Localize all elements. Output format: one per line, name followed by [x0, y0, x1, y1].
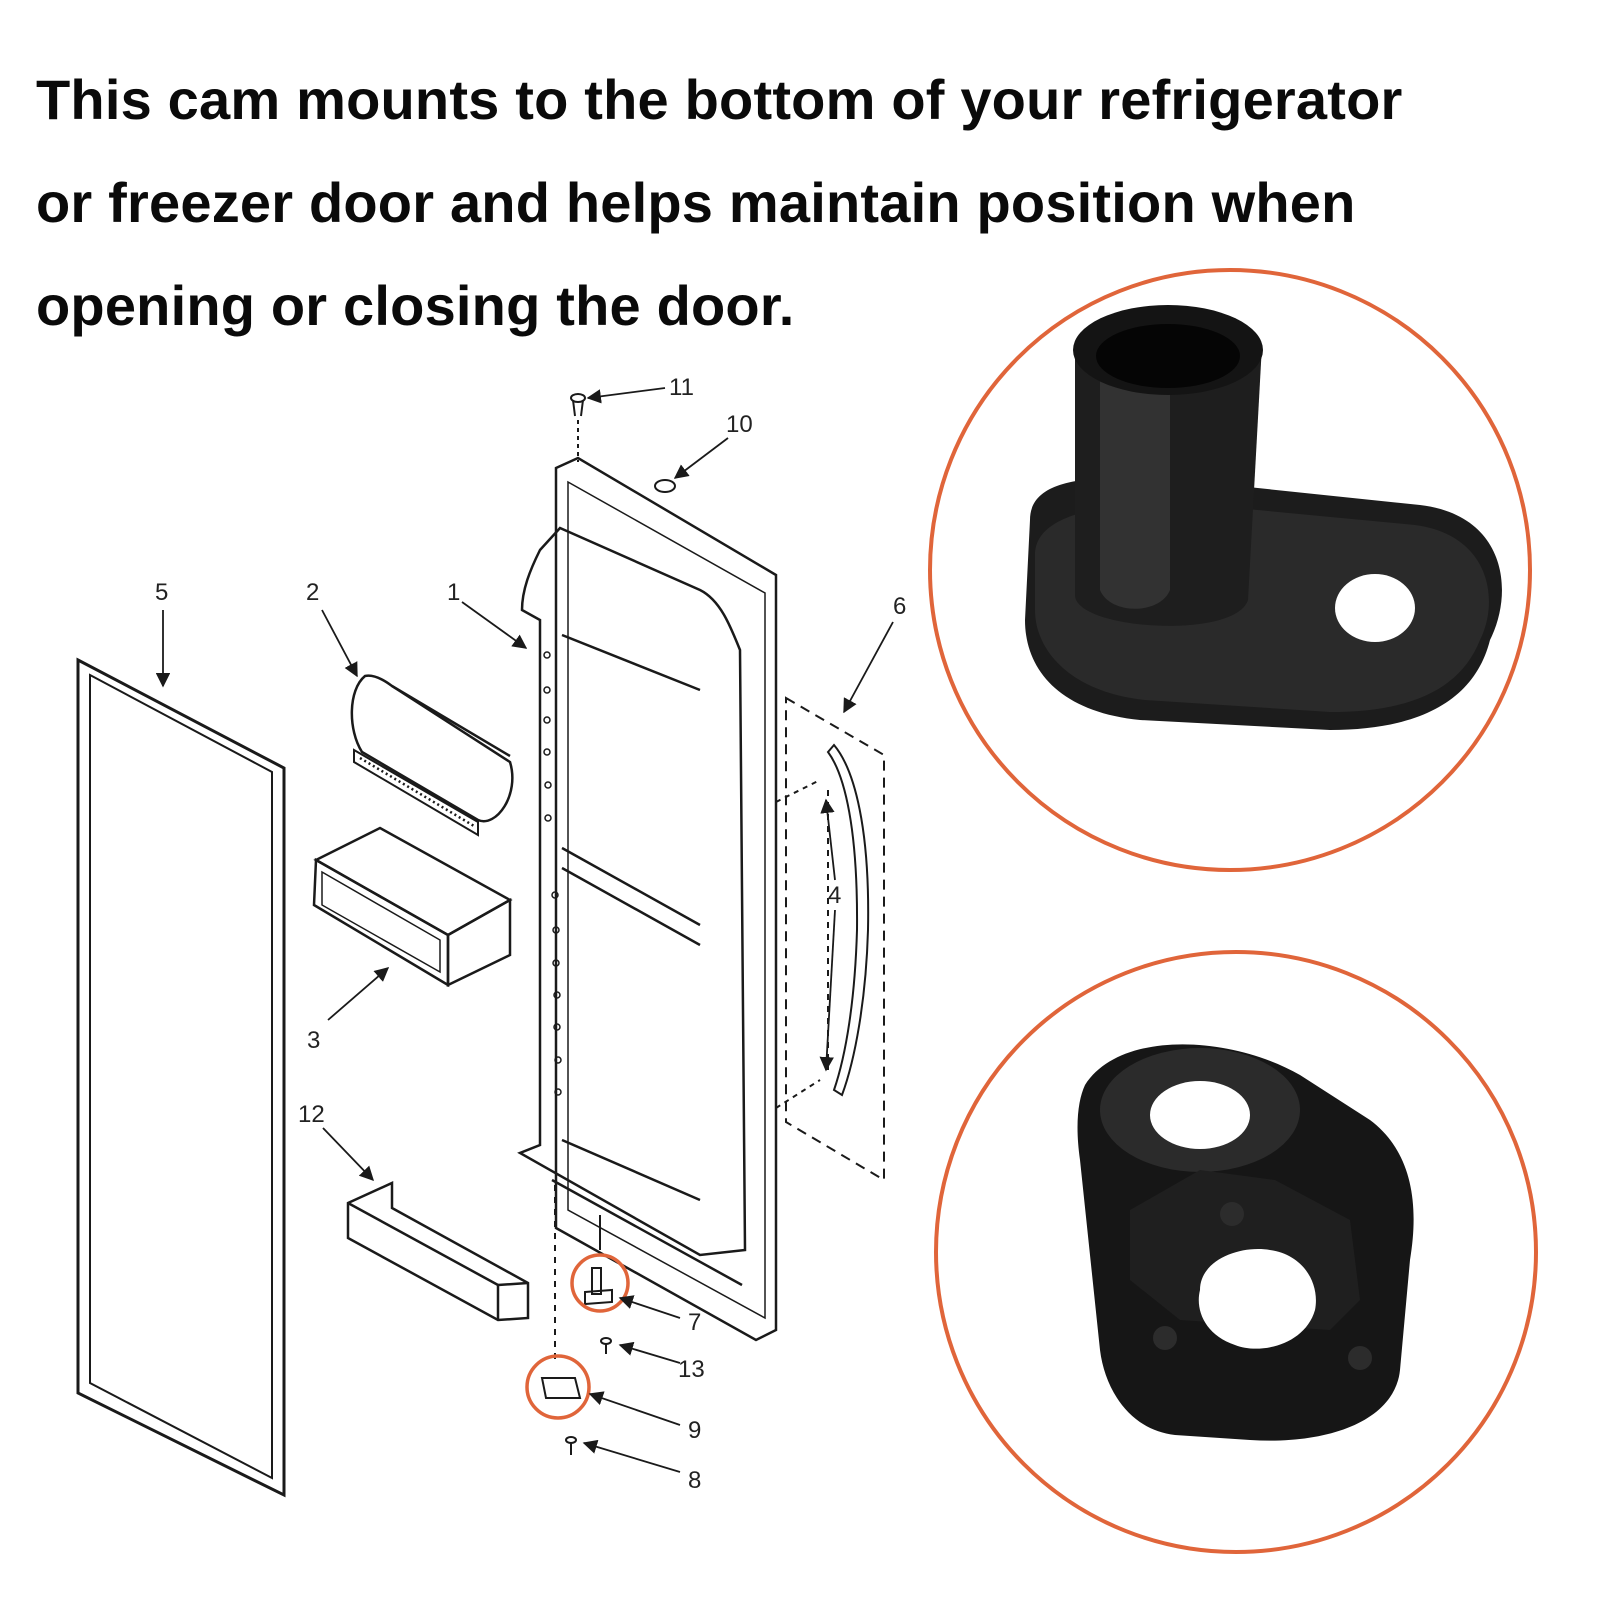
headline-line-2: or freezer door and helps maintain posit… — [36, 171, 1356, 234]
handle-part — [775, 696, 885, 1182]
callout-12: 12 — [298, 1101, 325, 1128]
top-screw-part — [570, 393, 586, 462]
callout-9: 9 — [688, 1417, 701, 1444]
callout-3: 3 — [307, 1027, 320, 1054]
callout-6: 6 — [893, 593, 906, 620]
cylinder-bin-part — [350, 674, 514, 837]
headline-line-1: This cam mounts to the bottom of your re… — [36, 68, 1403, 131]
lower-shelf-part — [346, 1181, 530, 1322]
callout-4: 4 — [828, 882, 841, 909]
cam-photo-bottom — [934, 950, 1538, 1554]
hinge-highlight-circle — [525, 1354, 591, 1420]
callout-10: 10 — [726, 411, 753, 438]
cam-photo-top — [928, 268, 1532, 872]
callout-1: 1 — [447, 579, 460, 606]
headline: This cam mounts to the bottom of your re… — [36, 48, 1516, 357]
callout-7: 7 — [688, 1309, 701, 1336]
door-gasket-part — [76, 657, 286, 1498]
liner-holes — [543, 651, 562, 1096]
headline-line-3: opening or closing the door. — [36, 274, 795, 337]
door-bin-part — [312, 826, 513, 988]
plug-part — [654, 479, 676, 493]
hinge-stack-part — [540, 1185, 613, 1455]
callout-13: 13 — [678, 1356, 705, 1383]
callout-11: 11 — [669, 374, 694, 401]
leader-lines — [155, 387, 894, 1473]
callout-labels: 1 2 3 4 5 6 7 8 9 10 11 12 13 — [155, 374, 906, 1494]
callout-8: 8 — [688, 1467, 701, 1494]
cam-highlight-circle — [570, 1253, 630, 1313]
door-liner-part — [517, 456, 778, 1342]
callout-5: 5 — [155, 579, 168, 606]
callout-2: 2 — [306, 579, 319, 606]
